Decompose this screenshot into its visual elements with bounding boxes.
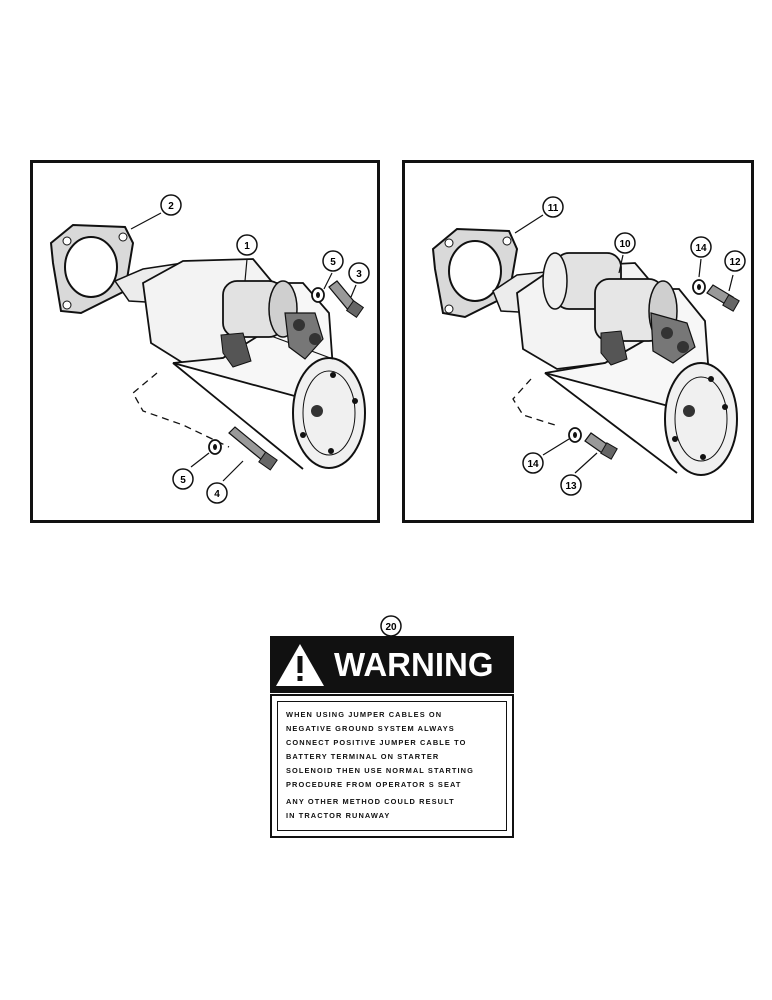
warning-line-2: NEGATIVE GROUND SYSTEM ALWAYS — [286, 724, 455, 733]
callout-10: 10 — [614, 232, 636, 254]
warning-message-box: WHEN USING JUMPER CABLES ON NEGATIVE GRO… — [270, 694, 514, 838]
callout-12: 12 — [724, 250, 746, 272]
warning-title: WARNING — [334, 646, 494, 683]
callout-13: 13 — [560, 474, 582, 496]
starter-diagram-left: 1 2 3 4 5 5 — [30, 160, 380, 523]
starter-diagram-right: 10 11 12 13 14 14 — [402, 160, 754, 523]
starter-motor-illustration-left: 1 2 3 4 5 5 — [49, 194, 370, 504]
warning-line-7: ANY OTHER METHOD COULD RESULT — [286, 797, 455, 806]
warning-triangle-icon — [276, 644, 324, 686]
svg-text:1: 1 — [244, 241, 250, 252]
callout-14-upper: 14 — [690, 236, 712, 258]
callout-5-lower: 5 — [172, 468, 194, 490]
callout-5-upper: 5 — [322, 250, 344, 272]
washer-lower — [208, 439, 222, 455]
callout-4: 4 — [206, 482, 228, 504]
svg-text:4: 4 — [214, 489, 220, 500]
bolt-short-drawing — [328, 280, 365, 319]
warning-line-8: IN TRACTOR RUNAWAY — [286, 811, 391, 820]
svg-text:20: 20 — [385, 622, 397, 633]
warning-banner: WARNING — [270, 636, 514, 693]
svg-text:5: 5 — [180, 475, 186, 486]
warning-line-3: CONNECT POSITIVE JUMPER CABLE TO — [286, 738, 467, 747]
callout-3: 3 — [348, 262, 370, 284]
washer-lower — [568, 427, 582, 443]
warning-line-5: SOLENOID THEN USE NORMAL STARTING — [286, 766, 474, 775]
solenoid-drawing — [220, 280, 324, 368]
svg-text:10: 10 — [619, 239, 631, 250]
starter-motor-illustration-right: 10 11 12 13 14 14 — [431, 196, 746, 496]
warning-line-1: WHEN USING JUMPER CABLES ON — [286, 710, 443, 719]
callout-14-lower: 14 — [522, 452, 544, 474]
warning-line-6: PROCEDURE FROM OPERATOR S SEAT — [286, 780, 462, 789]
callout-2: 2 — [160, 194, 182, 216]
bolt-long-drawing — [228, 426, 278, 471]
callout-20: 20 — [379, 614, 403, 638]
svg-text:13: 13 — [565, 481, 577, 492]
svg-text:12: 12 — [729, 257, 741, 268]
warning-line-4: BATTERY TERMINAL ON STARTER — [286, 752, 440, 761]
svg-text:2: 2 — [168, 201, 174, 212]
callout-1: 1 — [236, 234, 258, 256]
washer-upper — [692, 279, 706, 295]
svg-text:3: 3 — [356, 269, 362, 280]
svg-text:14: 14 — [527, 459, 539, 470]
svg-text:11: 11 — [548, 203, 559, 214]
svg-text:14: 14 — [695, 243, 707, 254]
svg-text:5: 5 — [330, 257, 336, 268]
solenoid-drawing — [542, 252, 696, 366]
gasket-drawing — [49, 223, 135, 315]
bolt-drawing-upper — [706, 284, 740, 312]
callout-11: 11 — [542, 196, 564, 218]
washer-upper — [311, 287, 325, 303]
bolt-drawing-lower — [584, 432, 618, 460]
